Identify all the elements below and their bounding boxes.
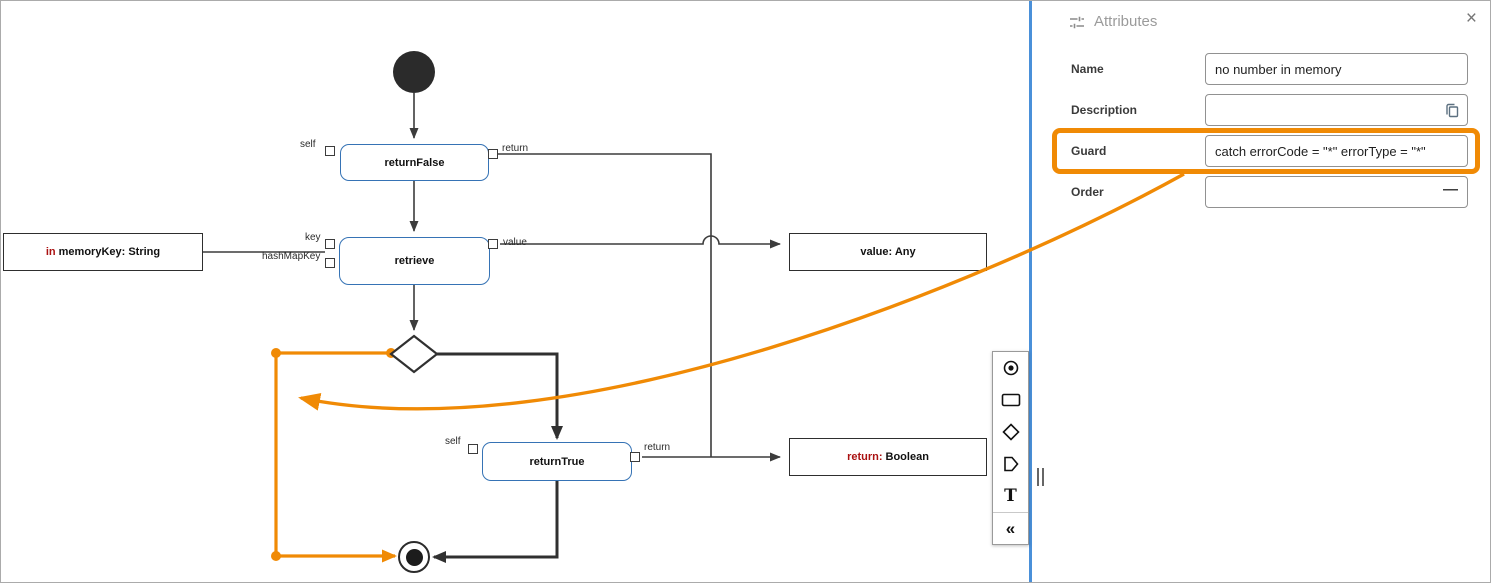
collapse-icon: « xyxy=(1005,518,1016,538)
object-node-value[interactable]: value: Any xyxy=(789,233,987,271)
action-node-tool[interactable] xyxy=(993,384,1028,416)
description-label: Description xyxy=(1071,103,1138,117)
edge-decision-to-returnTrue[interactable] xyxy=(437,352,563,440)
action-node-returnFalse[interactable]: returnFalse xyxy=(340,144,489,181)
attributes-icon xyxy=(1068,14,1086,37)
field-row-description: Description xyxy=(1071,94,1468,126)
initial-node-icon xyxy=(1003,360,1018,376)
port-returnTrue-return[interactable] xyxy=(630,452,640,462)
initial-node[interactable] xyxy=(393,51,435,93)
order-label: Order xyxy=(1071,185,1104,199)
edge-label-key: key xyxy=(305,232,321,243)
node-label: returnTrue xyxy=(529,455,585,468)
panel-resize-handle[interactable] xyxy=(1037,468,1044,486)
waypoint-handle[interactable] xyxy=(271,551,281,561)
signal-node-tool[interactable] xyxy=(993,448,1028,480)
object-node-return[interactable]: return: Boolean xyxy=(789,438,987,476)
edge-selected-transition[interactable] xyxy=(274,351,397,563)
port-returnFalse-return[interactable] xyxy=(488,149,498,159)
port-returnFalse-self[interactable] xyxy=(325,146,335,156)
port-retrieve-key[interactable] xyxy=(325,239,335,249)
port-retrieve-value[interactable] xyxy=(488,239,498,249)
node-label: retrieve xyxy=(394,255,435,267)
node-label: returnFalse xyxy=(384,156,445,169)
edge-label-self: self xyxy=(445,436,461,447)
order-input[interactable] xyxy=(1205,176,1468,208)
name-label: Name xyxy=(1071,62,1104,76)
action-node-returnTrue[interactable]: returnTrue xyxy=(482,442,632,481)
object-label: memoryKey: String xyxy=(58,246,161,258)
port-retrieve-hashMapKey[interactable] xyxy=(325,258,335,268)
edge-returnFalse-return[interactable] xyxy=(498,153,712,457)
diagram-edges xyxy=(203,93,781,563)
field-row-order: Order — xyxy=(1071,176,1468,208)
close-icon[interactable]: × xyxy=(1465,8,1477,29)
signal-icon xyxy=(1003,456,1019,472)
edge-label-return: return xyxy=(502,143,529,154)
guard-input[interactable] xyxy=(1205,135,1468,167)
diamond-icon xyxy=(1001,423,1020,441)
port-returnTrue-self[interactable] xyxy=(468,444,478,454)
guard-label: Guard xyxy=(1071,144,1107,158)
edge-returnTrue-to-end[interactable] xyxy=(432,481,559,563)
edge-label-value: value xyxy=(503,237,527,248)
field-row-guard: Guard xyxy=(1071,135,1468,167)
initial-node-tool[interactable] xyxy=(993,352,1028,384)
final-node-inner xyxy=(405,548,423,566)
panel-divider[interactable] xyxy=(1029,1,1032,582)
name-input[interactable] xyxy=(1205,53,1468,85)
action-node-retrieve[interactable]: retrieve xyxy=(339,237,490,285)
copy-icon[interactable] xyxy=(1444,102,1460,123)
final-node[interactable] xyxy=(398,541,430,573)
keyword-return: return: xyxy=(847,451,883,463)
object-node-memoryKey[interactable]: in memoryKey: String xyxy=(3,233,203,271)
decision-node-tool[interactable] xyxy=(993,416,1028,448)
edge-label-hashMapKey: hashMapKey xyxy=(262,251,321,262)
object-label: value: Any xyxy=(860,246,916,258)
description-input[interactable] xyxy=(1205,94,1468,126)
attributes-panel: Attributes × Name Description Guard xyxy=(1046,1,1490,582)
text-tool-glyph: T xyxy=(1004,486,1017,506)
diagram-canvas[interactable]: returnFalse retrieve returnTrue in memor… xyxy=(1,1,1029,582)
rectangle-icon xyxy=(1001,393,1020,407)
field-row-name: Name xyxy=(1071,53,1468,85)
collapse-toolbar-button[interactable]: « xyxy=(993,512,1028,544)
minus-icon[interactable]: — xyxy=(1443,181,1458,198)
object-label: Boolean xyxy=(885,451,929,463)
edge-retrieve-value[interactable] xyxy=(500,235,781,249)
waypoint-handle[interactable] xyxy=(271,348,281,358)
shape-toolbar: T « xyxy=(992,351,1029,545)
edge-label-return: return xyxy=(644,442,671,453)
panel-title: Attributes xyxy=(1094,13,1158,30)
edge-label-self: self xyxy=(300,139,316,150)
text-tool[interactable]: T xyxy=(993,480,1028,512)
decision-node[interactable] xyxy=(389,334,439,374)
keyword-in: in xyxy=(45,246,56,258)
